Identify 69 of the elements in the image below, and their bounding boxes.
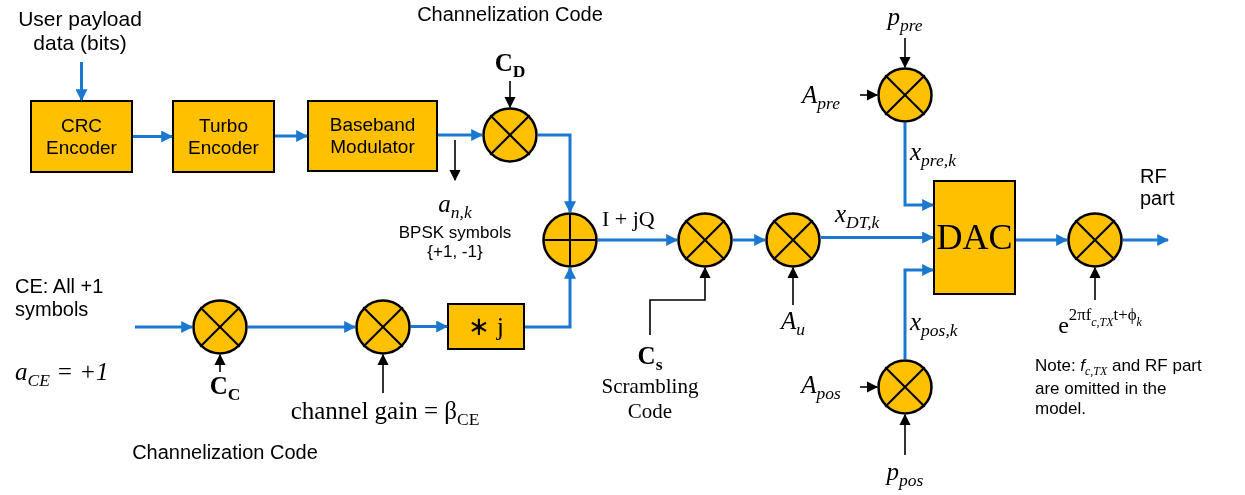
math-symbol: a$_{CE}$ = +1 — [15, 357, 109, 390]
signal-arrow — [75, 62, 88, 102]
signal-arrow — [438, 129, 484, 141]
math-symbol: p$_{pos}$ — [886, 457, 924, 491]
input-arrow — [1089, 266, 1101, 301]
input-arrow — [787, 266, 799, 306]
input-arrow — [377, 353, 389, 394]
input-arrow — [859, 381, 879, 393]
signal-arrow — [903, 264, 935, 359]
multiplier-symbol — [192, 299, 248, 355]
math-symbol: C$_{C}$ — [209, 372, 241, 405]
math-symbol: C$_{D}$ — [494, 48, 526, 81]
box-label: ∗ j — [468, 311, 504, 342]
math-symbol: A$_{u}$ — [781, 306, 805, 340]
multiplier-symbol — [765, 212, 821, 268]
math-symbol: C$_{s}$ — [637, 342, 663, 375]
multiplier-symbol — [1067, 212, 1123, 268]
edge-label: x$_{pos,k}$ — [910, 308, 958, 341]
signal-arrow — [135, 321, 194, 333]
signal-arrow — [525, 266, 576, 329]
signal-label: Scrambling Code — [600, 374, 700, 423]
note-text: Note: f$_{c,TX}$ and RF part are omitted in the model. — [1035, 356, 1203, 420]
input-arrow — [504, 80, 516, 109]
multiplier-symbol — [677, 212, 733, 268]
signal-arrow — [133, 130, 174, 143]
signal-arrow — [598, 234, 679, 246]
edge-label: I + jQ — [602, 207, 655, 232]
math-symbol: A$_{pre}$ — [802, 80, 840, 114]
process-box — [172, 100, 275, 173]
box-label: Turbo Encoder — [187, 114, 260, 159]
signal-label: channel gain = β$_{CE}$ — [290, 396, 480, 430]
signal-arrow — [411, 320, 449, 333]
process-box — [933, 180, 1016, 295]
signal-label: User payload data (bits) — [17, 6, 143, 56]
multiplier-symbol — [482, 107, 538, 163]
signal-arrow — [820, 231, 935, 244]
input-arrow — [214, 353, 226, 373]
multiplier-symbol — [877, 359, 933, 415]
process-box — [307, 100, 438, 172]
signal-label: Channelization Code — [417, 3, 603, 26]
math-symbol: a$_{n,k}$ — [438, 190, 472, 223]
process-box — [30, 100, 133, 173]
adder-symbol — [542, 212, 598, 268]
input-arrow — [859, 89, 879, 101]
input-arrow — [899, 413, 911, 456]
signal-label: BPSK symbols {+1, -1} — [397, 222, 513, 262]
edge-label: x$_{DT,k}$ — [835, 200, 880, 233]
signal-label: Channelization Code — [132, 441, 318, 464]
signal-label: CE: All +1 symbols — [15, 275, 105, 321]
signal-arrow — [538, 133, 576, 214]
math-symbol: p$_{pre}$ — [887, 2, 923, 36]
multiplier-symbol — [355, 299, 411, 355]
box-label: Baseband Modulator — [328, 114, 417, 158]
edge-label: RF part — [1140, 165, 1176, 209]
signal-arrow — [1123, 234, 1170, 246]
edge-label: x$_{pre,k}$ — [910, 138, 956, 171]
input-arrow — [899, 37, 911, 69]
math-symbol: A$_{pos}$ — [801, 370, 841, 404]
input-arrow — [649, 266, 711, 336]
process-box — [447, 303, 525, 350]
multiplier-symbol — [877, 67, 933, 123]
box-label: CRC Encoder — [45, 114, 118, 159]
signal-arrow — [275, 130, 309, 142]
signal-arrow — [248, 321, 357, 333]
signal-arrow — [1016, 234, 1069, 246]
input-arrow — [449, 139, 461, 182]
signal-arrow — [903, 123, 935, 211]
signal-arrow — [733, 234, 767, 246]
box-label: DAC — [936, 216, 1013, 259]
